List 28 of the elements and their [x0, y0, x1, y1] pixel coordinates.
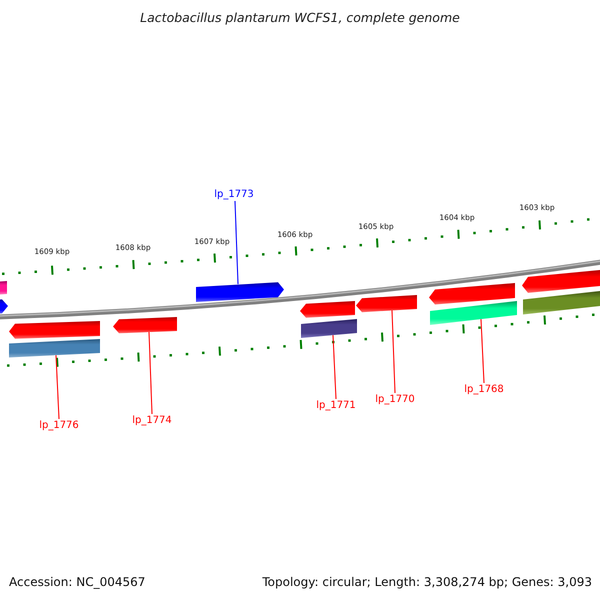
leader-line: [56, 354, 60, 420]
genome-info-text: Topology: circular; Length: 3,308,274 bp; Genes: 3,093: [262, 575, 592, 589]
gene-feature: [0, 298, 8, 313]
gene-track-block: [430, 301, 517, 325]
gene-feature: [9, 321, 100, 339]
gene-label: lp_1771: [316, 399, 356, 412]
leader-line: [234, 200, 238, 285]
gene-track-block: [9, 339, 100, 358]
gene-label: lp_1768: [464, 383, 504, 396]
gene-track-block: [523, 290, 600, 314]
leader-line: [332, 334, 336, 400]
gene-label: lp_1773: [214, 188, 254, 201]
gene-feature: [196, 282, 284, 302]
leader-line: [480, 318, 484, 384]
gene-feature: [300, 301, 355, 318]
gene-label: lp_1776: [39, 419, 79, 432]
gene-feature: [522, 270, 600, 294]
title: Lactobacillus plantarum WCFS1, complete genome: [140, 10, 460, 25]
accession-text: Accession: NC_004567: [9, 575, 146, 589]
leader-line: [148, 331, 152, 414]
gene-track-block: [0, 281, 7, 294]
gene-label: lp_1774: [132, 414, 172, 427]
gene-feature: [356, 294, 417, 312]
gene-label: lp_1770: [375, 393, 415, 406]
gene-feature: [113, 316, 177, 333]
gene-feature: [429, 282, 515, 304]
gene-track-block: [301, 319, 357, 338]
leader-line: [392, 309, 396, 394]
